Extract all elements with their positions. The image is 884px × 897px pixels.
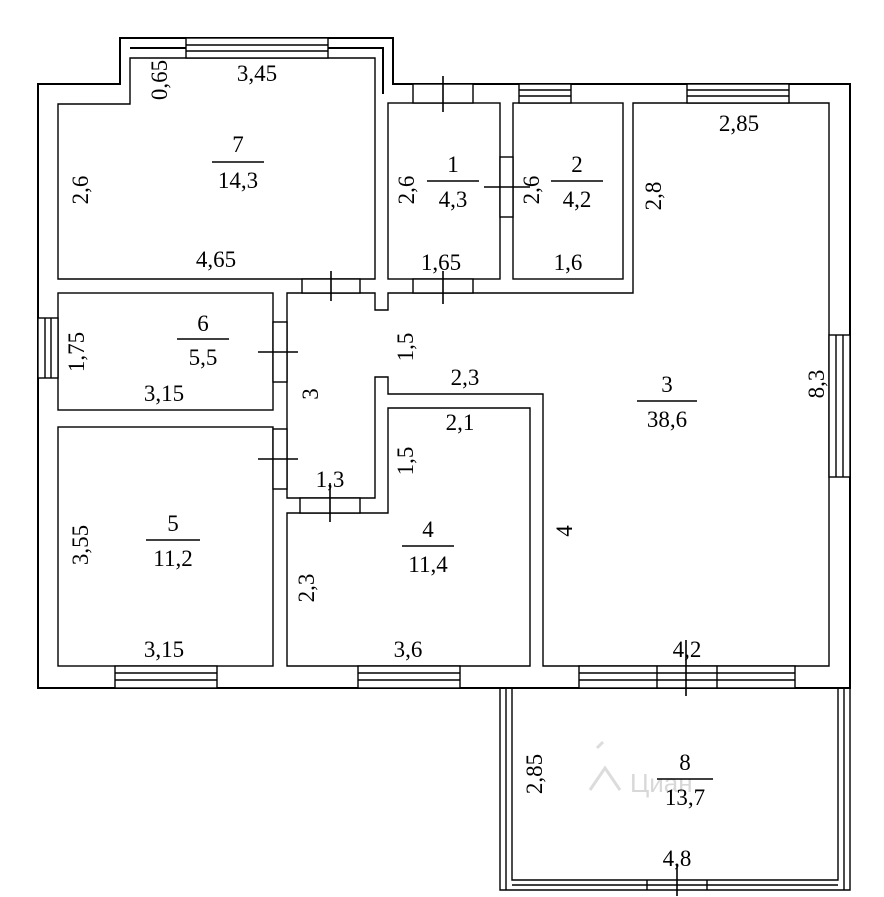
dim-label: 2,8 <box>641 182 666 211</box>
dim-label: 2,85 <box>522 754 547 794</box>
dim-label: 1,3 <box>316 467 345 492</box>
watermark: Циан <box>588 740 693 798</box>
door-room7-hall <box>301 271 361 301</box>
dim-label: 3,55 <box>68 525 93 565</box>
room-6-label: 6 5,5 <box>177 311 229 370</box>
door-room1-hall <box>412 271 474 304</box>
room-2-label: 2 4,2 <box>551 152 603 212</box>
dim-label: 1,65 <box>421 250 461 275</box>
dim-label: 2,3 <box>294 574 319 603</box>
room-area: 14,3 <box>218 168 258 193</box>
window-room3-top <box>686 83 790 104</box>
door-room6-hall <box>258 321 298 383</box>
window-balcony-sides <box>505 688 845 890</box>
dim-label: 1,75 <box>64 332 89 372</box>
window-room4-bottom <box>357 665 461 689</box>
room-labels: 7 14,3 1 4,3 2 4,2 6 5,5 3 38,6 5 11,2 <box>146 132 713 810</box>
room-1-label: 1 4,3 <box>427 152 479 212</box>
room-number: 5 <box>167 511 179 536</box>
dim-label: 8,3 <box>804 370 829 399</box>
room-number: 2 <box>571 152 583 177</box>
dim-label: 2,3 <box>451 365 480 390</box>
dim-label: 1,5 <box>393 333 418 362</box>
dim-label: 2,6 <box>394 176 419 205</box>
window-room3-bottom <box>578 665 796 689</box>
dim-label: 3,15 <box>144 381 184 406</box>
dim-label: 3,45 <box>237 61 277 86</box>
window-room2-top <box>518 83 572 104</box>
door-room4-hall <box>299 483 361 522</box>
dim-label: 4,2 <box>673 637 702 662</box>
room-area: 4,2 <box>563 187 592 212</box>
dim-label: 2,6 <box>519 176 544 205</box>
room-number: 1 <box>447 152 459 177</box>
doors <box>258 76 687 896</box>
room-area: 13,7 <box>665 785 705 810</box>
room-3-label: 3 38,6 <box>637 372 697 432</box>
room-number: 6 <box>197 311 209 336</box>
room-area: 11,2 <box>153 546 192 571</box>
door-room5-hall <box>258 428 298 490</box>
dim-label: 3,15 <box>144 637 184 662</box>
room-area: 11,4 <box>408 552 448 577</box>
room-number: 8 <box>679 750 691 775</box>
dim-label: 3 <box>298 388 323 400</box>
window-balcony-bottom <box>512 880 838 890</box>
dim-label: 3,6 <box>394 637 423 662</box>
dim-label: 2,1 <box>446 410 475 435</box>
window-room3-right <box>828 334 851 478</box>
windows <box>37 37 851 890</box>
room-area: 4,3 <box>439 187 468 212</box>
watermark-logo-icon <box>588 740 622 791</box>
room-5-label: 5 11,2 <box>146 511 200 571</box>
room-area: 38,6 <box>647 407 687 432</box>
room-8-label: 8 13,7 <box>657 750 713 810</box>
dim-label: 2,6 <box>68 176 93 205</box>
watermark-text: Циан <box>630 768 693 798</box>
dim-label: 4 <box>552 525 577 537</box>
dim-label: 1,5 <box>393 447 418 476</box>
room-7-label: 7 14,3 <box>212 132 264 193</box>
dim-label: 4,65 <box>196 247 236 272</box>
dimension-labels: 0,65 3,45 2,6 4,65 2,6 1,65 2,6 1,6 2,85… <box>64 60 829 871</box>
window-room7-top <box>185 37 329 59</box>
room-number: 4 <box>422 517 434 542</box>
dim-label: 0,65 <box>147 60 172 100</box>
room-4-label: 4 11,4 <box>402 517 454 577</box>
room-number: 3 <box>661 372 673 397</box>
room-outlines <box>57 57 851 891</box>
dim-label: 2,85 <box>719 111 759 136</box>
door-room1-room2 <box>484 156 530 218</box>
dim-label: 4,8 <box>663 846 692 871</box>
window-room5-bottom <box>114 665 218 689</box>
dim-label: 1,6 <box>554 250 583 275</box>
window-room6-left <box>37 317 59 379</box>
room-area: 5,5 <box>189 345 218 370</box>
door-room1-entry <box>412 76 474 112</box>
room-number: 7 <box>232 132 244 157</box>
